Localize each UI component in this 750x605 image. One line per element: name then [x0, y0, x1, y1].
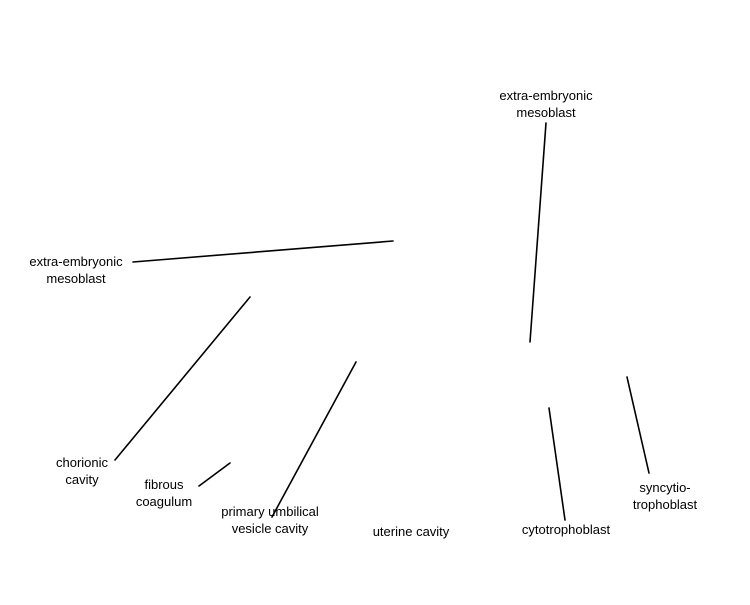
label-line: coagulum	[135, 494, 193, 509]
label-line: mesoblast	[46, 271, 106, 286]
leader-cytotrophoblast	[548, 407, 566, 521]
label-line: extra-embryonic	[499, 88, 593, 103]
label-mesoblast-top: extra-embryonic mesoblast	[478, 87, 614, 121]
label-line: extra-embryonic	[29, 254, 123, 269]
label-mesoblast-left: extra-embryonic mesoblast	[8, 253, 144, 287]
label-syncytiotrophoblast: syncytio- trophoblast	[617, 479, 713, 513]
leader-mesoblast-top	[529, 122, 547, 343]
label-line: cytotrophoblast	[521, 522, 611, 537]
label-line: cavity	[65, 472, 99, 487]
leader-mesoblast-left	[132, 240, 394, 263]
leader-chorionic-cavity	[114, 296, 251, 461]
label-line: vesicle cavity	[231, 521, 309, 536]
label-line: uterine cavity	[372, 524, 450, 539]
leader-primary-umbilical-vesicle-cavity	[271, 361, 357, 518]
label-line: syncytio-	[639, 480, 691, 495]
label-cytotrophoblast: cytotrophoblast	[509, 521, 623, 538]
label-line: trophoblast	[632, 497, 698, 512]
label-uterine-cavity: uterine cavity	[355, 523, 467, 540]
label-fibrous-coagulum: fibrous coagulum	[124, 476, 204, 510]
leader-syncytiotrophoblast	[626, 376, 650, 474]
label-line: mesoblast	[516, 105, 576, 120]
label-chorionic-cavity: chorionic cavity	[42, 454, 122, 488]
leader-fibrous-coagulum	[198, 462, 231, 487]
label-line: chorionic	[55, 455, 109, 470]
label-line: fibrous	[144, 477, 184, 492]
label-line: primary umbilical	[221, 504, 319, 519]
label-primary-umbilical-vesicle-cavity: primary umbilical vesicle cavity	[200, 503, 340, 537]
